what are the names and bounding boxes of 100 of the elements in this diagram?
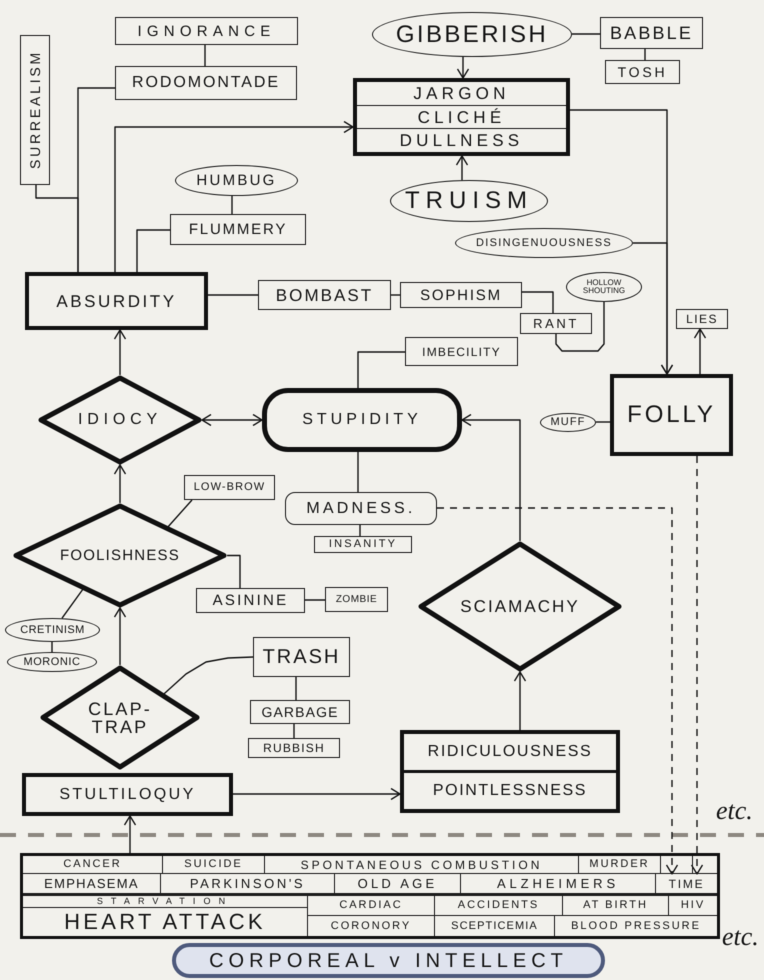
connector-arrow bbox=[456, 155, 468, 180]
connector-arrow bbox=[114, 464, 126, 503]
table-cell bbox=[335, 874, 461, 896]
term-label: IGNORANCE bbox=[137, 24, 276, 38]
term-label: ABSURDITY bbox=[56, 292, 177, 310]
term-box bbox=[184, 475, 275, 500]
term-label: JARGON bbox=[413, 84, 510, 102]
connector-line bbox=[231, 196, 233, 214]
connector-arrow bbox=[514, 671, 526, 730]
table-cell bbox=[579, 856, 661, 874]
term-label: MADNESS. bbox=[306, 500, 416, 516]
term-box bbox=[115, 66, 297, 100]
stacked-term-box bbox=[400, 730, 620, 813]
cell-text: ACCIDENTS bbox=[458, 900, 540, 911]
cell-text: SUICIDE bbox=[184, 859, 243, 870]
connector-line bbox=[164, 656, 254, 694]
term-box bbox=[600, 17, 703, 49]
term-label: STUPIDITY bbox=[302, 412, 422, 428]
table-frame bbox=[20, 853, 720, 939]
term-box bbox=[248, 738, 340, 758]
dashed-arrow bbox=[437, 507, 678, 875]
connector-arrow bbox=[114, 120, 354, 272]
table-cell bbox=[308, 896, 435, 916]
term-label: POINTLESSNESS bbox=[432, 783, 588, 799]
cell-text: OLD AGE bbox=[358, 877, 438, 890]
term-label: SCIAMACHY bbox=[460, 598, 580, 615]
vertical-term-box bbox=[20, 35, 50, 185]
term-label: RIDICULOUSNESS bbox=[428, 744, 592, 760]
table-cell bbox=[265, 856, 579, 874]
term-box bbox=[314, 536, 412, 553]
cell-text: CORONORY bbox=[330, 920, 412, 932]
connector-line bbox=[204, 45, 206, 66]
connector-line bbox=[596, 421, 610, 423]
key-term-box bbox=[25, 272, 208, 330]
term-box bbox=[253, 637, 350, 677]
term-label: RANT bbox=[533, 317, 579, 330]
table-cell bbox=[461, 874, 656, 896]
table-cell bbox=[161, 874, 335, 896]
term-oval bbox=[372, 12, 572, 57]
term-label: LIES bbox=[686, 313, 718, 325]
cell-text: SPONTANEOUS COMBUSTION bbox=[300, 858, 542, 870]
dashed-arrow bbox=[690, 456, 704, 875]
connector-arrow bbox=[114, 329, 126, 375]
term-label: MUFF bbox=[550, 417, 586, 428]
connector-line bbox=[35, 185, 79, 272]
term-label: RUBBISH bbox=[263, 742, 325, 754]
connector-line bbox=[51, 642, 53, 652]
cell-text: AT BIRTH bbox=[583, 900, 648, 911]
term-oval bbox=[7, 652, 97, 672]
term-box bbox=[325, 587, 388, 612]
term-label: GIBBERISH bbox=[396, 22, 548, 46]
term-label: CLICHÉ bbox=[418, 108, 506, 126]
term-label: LOW-BROW bbox=[194, 482, 266, 493]
term-label: IMBECILITY bbox=[422, 346, 501, 358]
connector-line bbox=[227, 554, 241, 588]
term-oval bbox=[540, 413, 596, 432]
connector-arrow bbox=[461, 414, 521, 541]
term-box bbox=[115, 17, 298, 45]
connector-line bbox=[359, 525, 361, 536]
connector-line bbox=[61, 589, 84, 619]
term-box bbox=[258, 280, 391, 310]
connector-line bbox=[644, 49, 646, 60]
connector-arrow bbox=[456, 56, 470, 79]
decision-diamond bbox=[418, 541, 622, 672]
term-label: SOPHISM bbox=[420, 288, 502, 302]
term-oval bbox=[390, 180, 548, 222]
term-box bbox=[196, 588, 305, 613]
cell-text: MURDER bbox=[589, 859, 650, 870]
table-cell bbox=[563, 896, 669, 916]
term-label: HOLLOW SHOUTING bbox=[582, 279, 626, 295]
decision-diamond bbox=[38, 375, 202, 465]
term-label: STULTILOQUY bbox=[59, 786, 196, 802]
term-label: GARBAGE bbox=[261, 705, 339, 719]
term-oval bbox=[175, 165, 298, 196]
term-label: FOLLY bbox=[627, 403, 716, 427]
connector-arrow bbox=[233, 788, 401, 800]
table-cell bbox=[435, 896, 563, 916]
title-text: CORPOREAL v INTELLECT bbox=[209, 950, 568, 970]
connector-arrow bbox=[124, 815, 136, 853]
term-label: TOSH bbox=[618, 65, 668, 79]
term-box bbox=[676, 309, 728, 329]
connector-line bbox=[357, 452, 359, 492]
term-label: TRASH bbox=[262, 647, 340, 667]
connector-line bbox=[208, 294, 258, 296]
term-box bbox=[250, 700, 350, 724]
term-label: CLAP-TRAP bbox=[87, 700, 153, 736]
connector-arrow bbox=[633, 242, 674, 375]
table-cell bbox=[163, 856, 265, 874]
cell-text: BLOOD PRESSURE bbox=[571, 920, 701, 932]
stacked-term-box bbox=[353, 78, 570, 156]
cell-text: PARKINSON'S bbox=[190, 877, 306, 890]
connector-line bbox=[357, 351, 405, 388]
decision-diamond bbox=[40, 665, 200, 770]
cell-text: HEART ATTACK bbox=[64, 911, 266, 933]
note-text: etc. bbox=[716, 798, 753, 824]
cell-text: EMPHASEMA bbox=[44, 877, 139, 890]
connector-arrow bbox=[201, 414, 263, 426]
table-cell bbox=[23, 856, 163, 874]
term-label: INSANITY bbox=[328, 539, 398, 550]
connector-line bbox=[295, 677, 297, 700]
